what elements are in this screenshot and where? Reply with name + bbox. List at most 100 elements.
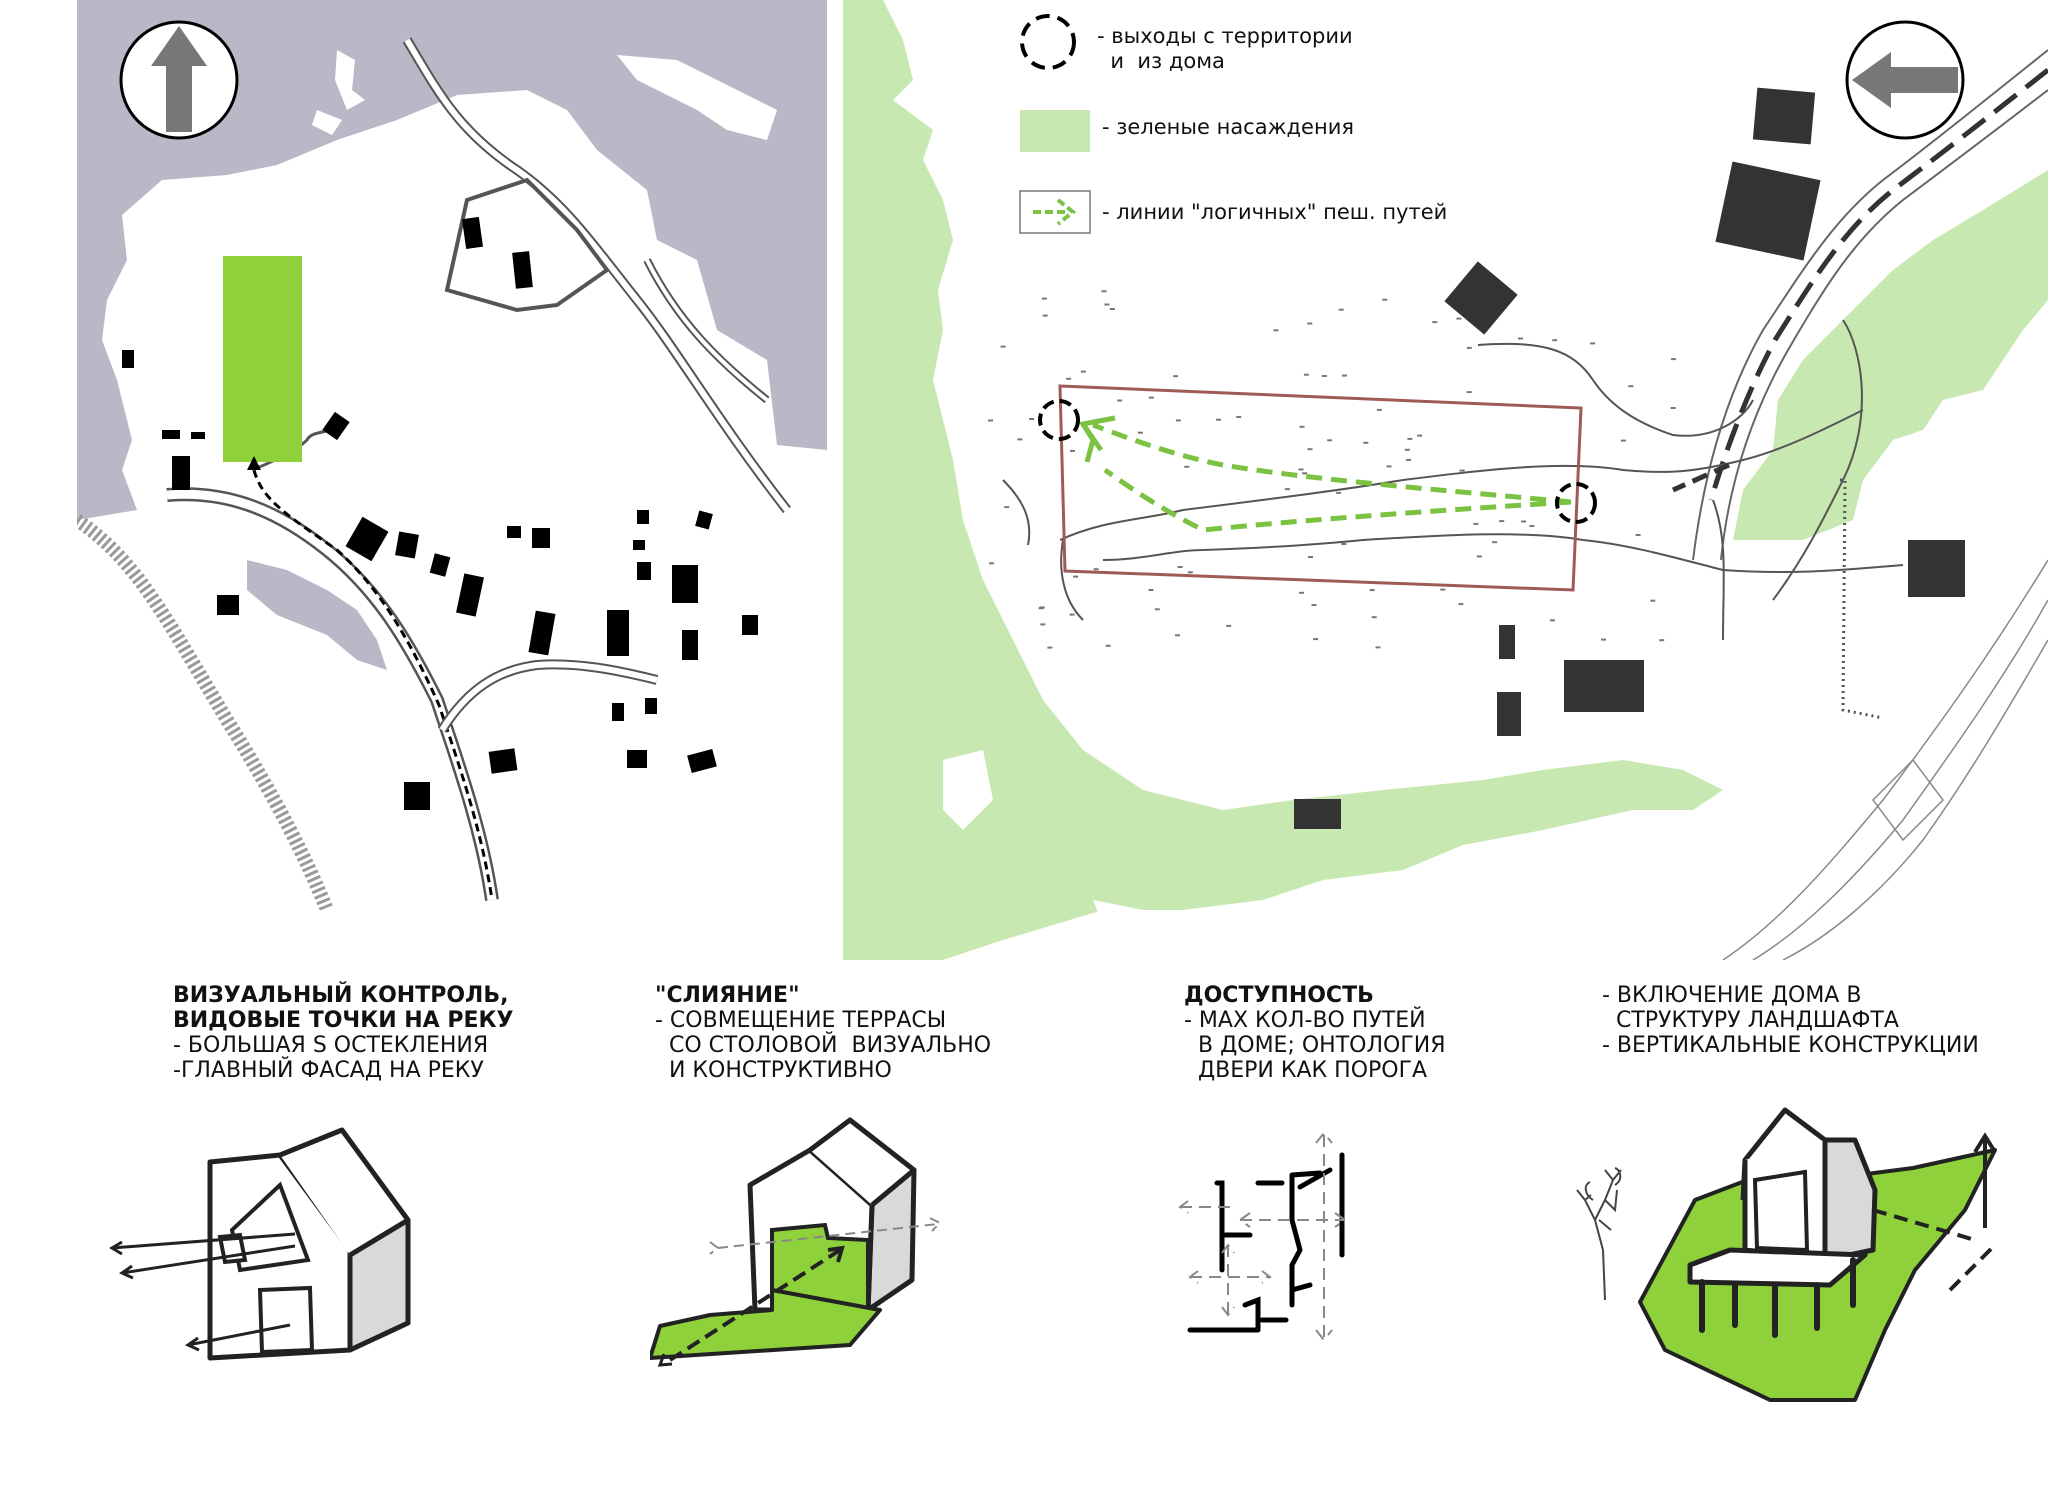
terrain-line (1060, 539, 1084, 621)
survey-point (1635, 534, 1641, 536)
legend-green-swatch (1020, 110, 1090, 152)
plan-access-icon (1178, 1131, 1347, 1342)
survey-point (1375, 646, 1381, 649)
buildings (122, 216, 758, 810)
survey-point (1029, 418, 1035, 420)
survey-point (1518, 337, 1523, 340)
context-map-svg (77, 0, 827, 910)
land-patch (312, 110, 342, 135)
caption-line: ДВЕРИ КАК ПОРОГА (1184, 1058, 1428, 1083)
survey-point (1117, 399, 1123, 402)
survey-point (988, 419, 993, 422)
vertical-arrow (1973, 1132, 1997, 1228)
survey-point (1432, 321, 1438, 324)
survey-point (1047, 646, 1053, 649)
tree-icon (1576, 1167, 1622, 1301)
road-east-inner (645, 259, 769, 402)
exit-marker (1555, 482, 1597, 524)
survey-point (1407, 437, 1413, 440)
survey-point (989, 562, 995, 565)
water-area (77, 0, 827, 520)
road-loop (444, 177, 610, 313)
survey-point (1440, 588, 1446, 591)
survey-point (1369, 589, 1375, 592)
land-patch (335, 50, 365, 110)
survey-point (1000, 345, 1006, 348)
survey-point (1549, 619, 1555, 622)
survey-point (1177, 566, 1183, 568)
survey-point (1321, 375, 1327, 377)
access-path (1671, 462, 1731, 493)
road-north-inner (404, 38, 790, 512)
survey-point (1236, 416, 1242, 418)
road-branch-inner (439, 661, 658, 732)
survey-point (1620, 439, 1626, 442)
survey-point (1302, 472, 1308, 475)
rail-diamond (1872, 758, 1944, 842)
movement-axis (668, 1248, 842, 1362)
survey-point (1529, 525, 1535, 527)
section-line (1872, 1208, 1997, 1292)
survey-point (1226, 624, 1232, 627)
survey-point (1650, 599, 1656, 602)
survey-point (1659, 639, 1665, 642)
survey-point (1105, 644, 1111, 647)
survey-point (1101, 290, 1107, 293)
fence (1840, 478, 1884, 720)
site-plot (223, 256, 302, 462)
survey-point (1093, 568, 1099, 571)
survey-point (1671, 358, 1677, 361)
survey-point (1173, 375, 1179, 378)
survey-point (1148, 396, 1154, 399)
survey-point (1338, 308, 1344, 311)
terrain-line (1002, 479, 1031, 546)
arrow-head (247, 456, 261, 470)
terrain-line (1712, 499, 1725, 641)
survey-point (1459, 469, 1465, 472)
survey-point (1313, 638, 1319, 641)
legend-exit-icon (1020, 14, 1076, 70)
survey-point (1466, 346, 1472, 349)
green-patch (1093, 900, 1163, 950)
survey-point (1371, 616, 1377, 619)
survey-point (1184, 465, 1190, 468)
road-centerline (1708, 68, 2048, 501)
survey-point (1284, 488, 1290, 491)
survey-point (1070, 449, 1075, 452)
diagram-accessibility (1170, 1125, 1390, 1350)
green-area (843, 0, 1723, 960)
caption-line: - СОВМЕЩЕНИЕ ТЕРРАСЫ (655, 1008, 947, 1033)
diagram-views (100, 1110, 430, 1370)
water-island (247, 560, 387, 670)
main-road (1692, 49, 2048, 561)
house-terrace-icon (650, 1117, 942, 1367)
survey-point (1386, 465, 1392, 468)
light-axis (709, 1217, 942, 1255)
survey-point (1073, 575, 1079, 578)
survey-point (1104, 303, 1110, 306)
plot-boundary (1058, 384, 1583, 592)
legend-path-arrow (1033, 198, 1077, 226)
survey-point (1299, 425, 1305, 428)
survey-point (1327, 439, 1333, 442)
caption-landscape: - ВКЛЮЧЕНИЕ ДОМА В СТРУКТУРУ ЛАНДШАФТА -… (1602, 983, 1979, 1058)
survey-point (1041, 297, 1047, 300)
site-map-svg (843, 0, 2048, 960)
survey-point (1175, 634, 1180, 637)
legend-path-frame (1019, 190, 1091, 234)
caption-line: - ВКЛЮЧЕНИЕ ДОМА В (1602, 983, 1862, 1008)
path-arrowhead (1078, 415, 1116, 463)
survey-point (1404, 448, 1410, 451)
caption-title-line: ВИДОВЫЕ ТОЧКИ НА РЕКУ (173, 1008, 514, 1033)
survey-point (1311, 604, 1317, 606)
green-patch (963, 430, 1023, 540)
survey-point (1307, 448, 1313, 451)
survey-point (1670, 407, 1676, 409)
survey-point (1499, 520, 1505, 523)
arrow-left-icon (1845, 20, 1965, 140)
caption-line: - БОЛЬШАЯ S ОСТЕКЛЕНИЯ (173, 1033, 489, 1058)
survey-point (1308, 556, 1313, 558)
survey-point (1137, 431, 1143, 434)
survey-point (1298, 468, 1304, 471)
survey-point (1017, 438, 1023, 441)
